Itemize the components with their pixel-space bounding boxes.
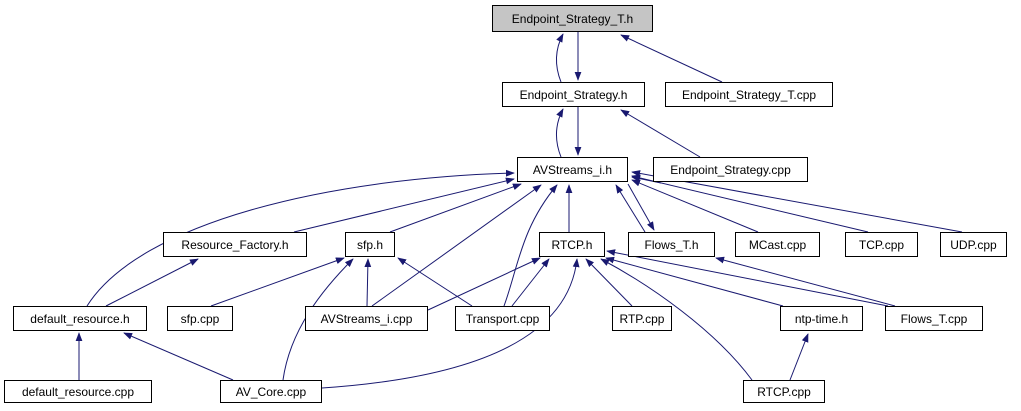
edge-flows_t_cpp-to-flows_t_h <box>715 256 896 307</box>
node-endpoint-strategy-t-cpp[interactable]: Endpoint_Strategy_T.cpp <box>665 82 833 107</box>
edge-udp_cpp-to-avstreams_i_h <box>631 170 963 233</box>
edge-endpoint_strategy_h-to-endpoint_strategy_t_h <box>556 33 564 83</box>
node-tcp-cpp[interactable]: TCP.cpp <box>845 232 918 257</box>
edge-endpoint_strategy_cpp-to-endpoint_strategy_h <box>620 109 701 158</box>
node-resource-factory-h[interactable]: Resource_Factory.h <box>163 232 307 257</box>
node-rtcp-h[interactable]: RTCP.h <box>539 232 605 257</box>
node-rtp-cpp[interactable]: RTP.cpp <box>612 306 672 331</box>
node-sfp-cpp[interactable]: sfp.cpp <box>167 306 233 331</box>
edge-avstreams_i_h-to-flows_t_h <box>627 183 655 231</box>
edge-transport_cpp-to-rtcp_h <box>511 258 550 307</box>
node-transport-cpp[interactable]: Transport.cpp <box>455 306 550 331</box>
edge-mcast_cpp-to-avstreams_i_h <box>631 179 759 233</box>
edge-sfp_h-to-avstreams_i_h <box>389 183 522 233</box>
edge-rtcp_cpp-to-ntp_time_h <box>789 333 809 381</box>
node-endpoint-strategy-h[interactable]: Endpoint_Strategy.h <box>502 82 645 107</box>
node-av-core-cpp[interactable]: AV_Core.cpp <box>220 380 322 403</box>
edge-flows_t_h-to-avstreams_i_h <box>615 184 646 233</box>
edge-avstreams_i_h-to-endpoint_strategy_h <box>556 108 564 158</box>
edge-rtcp_cpp-to-rtcp_h <box>600 258 753 381</box>
node-flows-t-h[interactable]: Flows_T.h <box>628 232 715 257</box>
edge-avstreams_i_cpp-to-sfp_h <box>364 258 372 307</box>
edge-rtp_cpp-to-rtcp_h <box>585 258 633 307</box>
edge-default_resource_h-to-resource_factory_h <box>105 258 199 307</box>
edge-av_core_cpp-to-rtcp_h <box>321 258 580 389</box>
edge-transport_cpp-to-avstreams_i_h <box>503 184 558 307</box>
edge-ntp_time_h-to-rtcp_h <box>605 256 784 307</box>
node-avstreams-i-h[interactable]: AVStreams_i.h <box>517 157 628 182</box>
node-sfp-h[interactable]: sfp.h <box>345 232 395 257</box>
node-avstreams-i-cpp[interactable]: AVStreams_i.cpp <box>305 306 428 331</box>
edge-avstreams_i_cpp-to-avstreams_i_h <box>371 184 542 307</box>
node-endpoint-strategy-cpp[interactable]: Endpoint_Strategy.cpp <box>653 157 808 182</box>
node-flows-t-cpp[interactable]: Flows_T.cpp <box>885 306 983 331</box>
edge-sfp_cpp-to-sfp_h <box>210 257 345 307</box>
edge-tcp_cpp-to-avstreams_i_h <box>631 174 869 233</box>
node-rtcp-cpp[interactable]: RTCP.cpp <box>743 380 825 403</box>
edge-default_resource_h-to-avstreams_i_h <box>86 169 515 307</box>
node-default-resource-cpp[interactable]: default_resource.cpp <box>4 380 152 403</box>
edge-flows_t_cpp-to-rtcp_h <box>606 249 889 307</box>
node-ntp-time-h[interactable]: ntp-time.h <box>780 306 863 331</box>
edge-endpoint_strategy_t_cpp-to-endpoint_strategy_t_h <box>620 34 723 83</box>
edge-avstreams_i_cpp-to-rtcp_h <box>427 257 541 311</box>
edge-av_core_cpp-to-default_resource_h <box>123 332 234 381</box>
node-udp-cpp[interactable]: UDP.cpp <box>940 232 1007 257</box>
node-mcast-cpp[interactable]: MCast.cpp <box>735 232 820 257</box>
node-default-resource-h[interactable]: default_resource.h <box>13 306 147 331</box>
node-endpoint-strategy-t-h[interactable]: Endpoint_Strategy_T.h <box>492 5 653 32</box>
edge-group <box>75 32 963 389</box>
edge-resource_factory_h-to-avstreams_i_h <box>293 177 515 233</box>
edge-transport_cpp-to-sfp_h <box>397 257 473 307</box>
